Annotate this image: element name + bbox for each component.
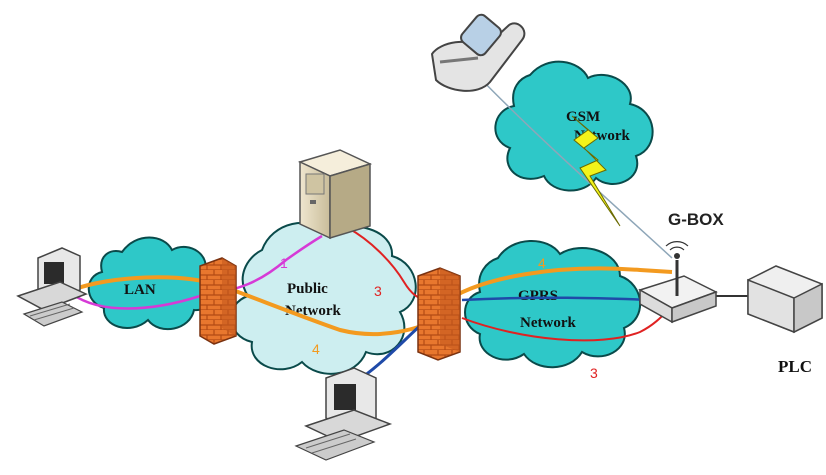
- server-icon: [297, 149, 373, 240]
- path-number-3-public: 3: [374, 283, 382, 299]
- path-number-4-public: 4: [312, 341, 320, 357]
- path-number-3-gprs: 3: [590, 365, 598, 381]
- gprs-network-cloud: GPRS Network: [464, 240, 641, 369]
- orange-link-lower: [71, 275, 444, 337]
- blue-link-gbox: [461, 296, 655, 302]
- firewall-left-icon: [199, 257, 237, 345]
- lan-cloud: LAN: [87, 236, 214, 330]
- path-number-1: 1: [280, 255, 288, 271]
- pc-left-icon: [16, 247, 88, 327]
- gsm-network-cloud: GSM Network: [494, 60, 654, 192]
- plc-device-icon: [747, 265, 823, 334]
- path-number-4-gprs: 4: [538, 255, 546, 271]
- gsm-network-label-1: GSM: [566, 109, 600, 125]
- lightning-icon: [571, 115, 621, 227]
- gprs-network-label-1: GPRS: [518, 288, 558, 304]
- firewall-right-icon: [417, 267, 461, 361]
- gbox-label: G-BOX: [668, 210, 724, 229]
- plc-label: PLC: [778, 357, 812, 376]
- gprs-network-label-2: Network: [520, 315, 576, 331]
- gsm-line: [477, 75, 673, 259]
- public-network-label-1: Public: [287, 281, 328, 297]
- gbox-router-icon: [638, 241, 718, 324]
- mobile-phone-icon: [430, 13, 526, 92]
- pc-bottom-icon: [294, 367, 393, 461]
- lan-label: LAN: [124, 282, 156, 298]
